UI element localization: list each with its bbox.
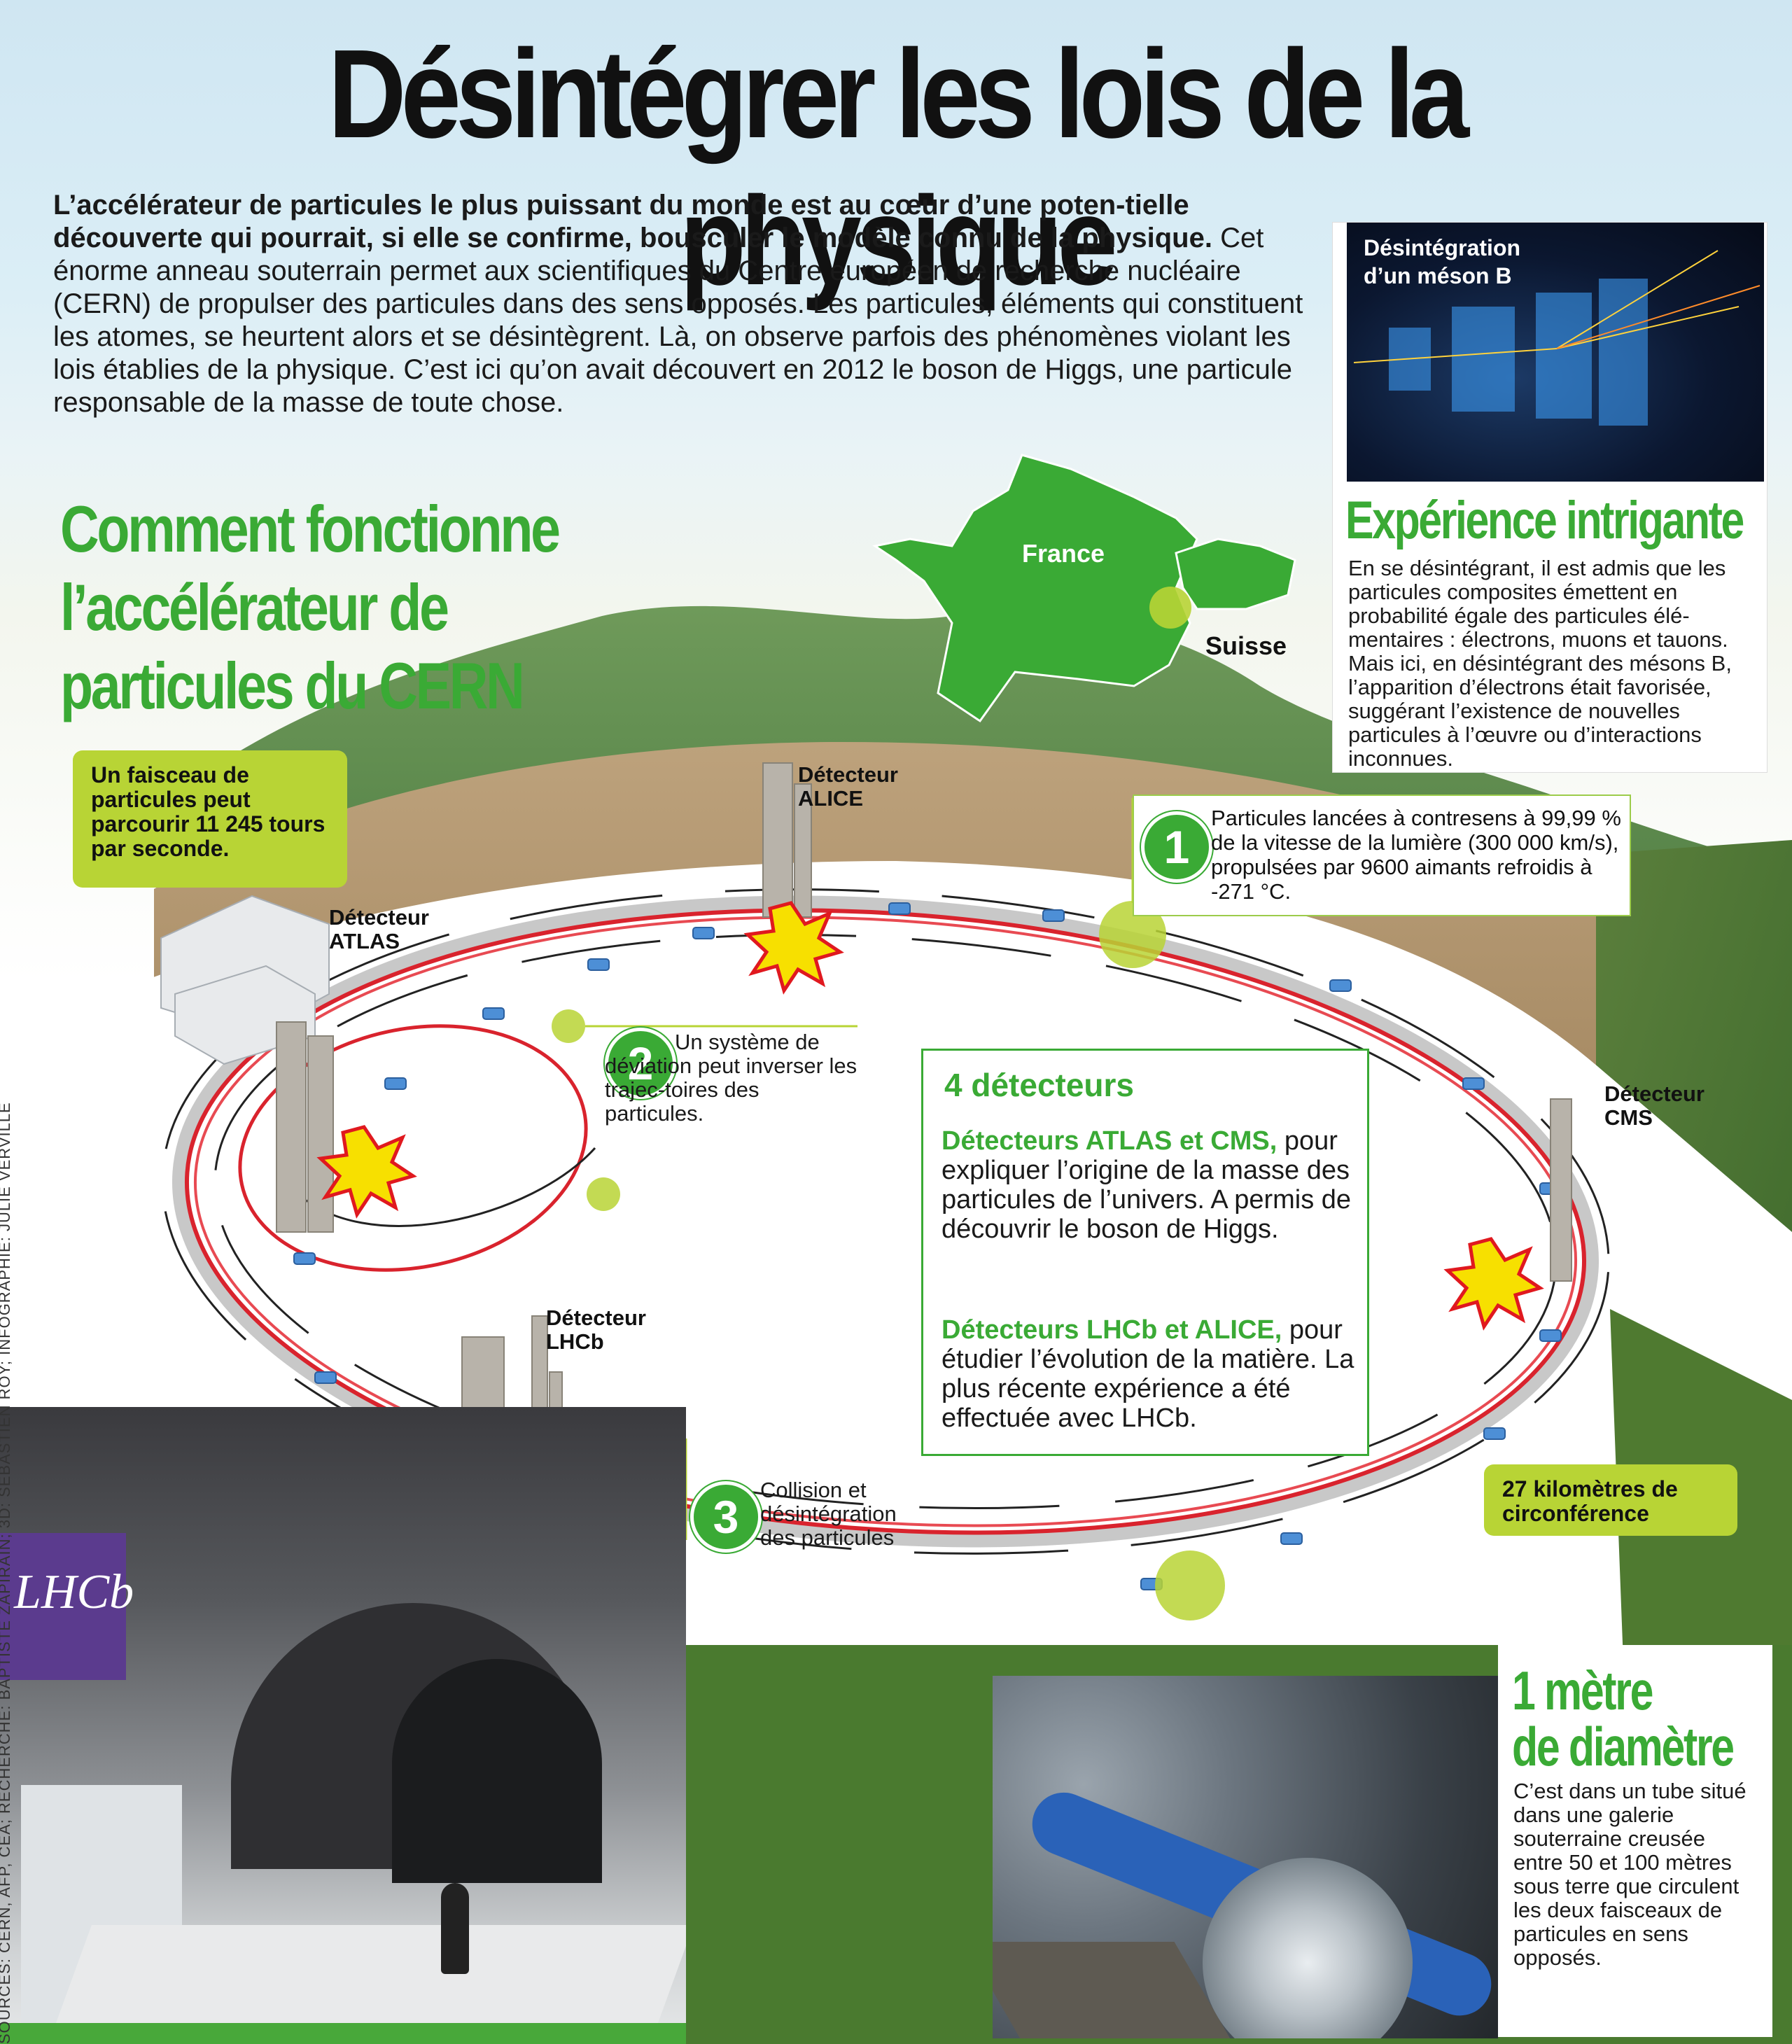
detectors-lhcb-alice-text: Détecteurs LHCb et ALICE, pour étudier l… [941,1315,1354,1433]
map-label-france: France [1022,539,1105,568]
diameter-text: C’est dans un tube situé dans une galeri… [1513,1779,1746,1970]
detectors-atlas-cms-body: pour expliquer l’origine de la masse des… [941,1126,1352,1244]
step-3-number: 3 [690,1481,762,1553]
lhcb-cavern-photo: LHCb [0,1407,686,2044]
meson-label: Désintégration d’un méson B [1364,235,1521,288]
credits: SOURCES: CERN, AFP, CEA; RECHERCHE: BAPT… [0,1102,13,2044]
detectors-atlas-cms-bold: Détecteurs ATLAS et CMS, [941,1126,1278,1156]
detector-label-lhcb: Détecteur LHCb [546,1306,646,1354]
intro-paragraph: L’accélérateur de particules le plus pui… [53,189,1313,419]
lhc-tunnel-photo [993,1676,1498,2038]
france-map [872,454,1296,723]
beam-laps-box: Un faisceau de particules peut parcourir… [73,750,347,888]
detector-label-alice: Détecteur ALICE [798,762,898,811]
step-1-callout: 1 Particules lancées à contresens à 99,9… [1133,794,1631,916]
intro-text: Cet énorme anneau souterrain permet aux … [53,223,1303,418]
step-2-text: Un système de déviation peut inverser le… [605,1030,858,1126]
diameter-title-line2: de diamètre [1512,1716,1735,1777]
detectors-lhcb-alice-bold: Détecteurs LHCb et ALICE, [941,1315,1282,1345]
step-2-number: 2 [605,1028,676,1099]
detectors-atlas-cms-text: Détecteurs ATLAS et CMS, pour expliquer … [941,1126,1354,1244]
step-1-number: 1 [1141,811,1212,883]
diameter-title-line1: 1 mètre [1512,1660,1653,1721]
detector-label-atlas: Détecteur ATLAS [329,905,429,953]
four-detectors-title: 4 détecteurs [944,1067,1135,1103]
diameter-title: 1 mètre de diamètre [1512,1660,1735,1777]
section-title: Comment fonctionne l’accélérateur de par… [60,492,561,722]
deviation-loop [238,1024,588,1272]
detector-label-cms: Détecteur CMS [1604,1082,1704,1130]
circumference-box: 27 kilomètres de circonférence [1484,1464,1737,1536]
map-label-suisse: Suisse [1205,631,1287,660]
magnets [293,902,1562,1590]
four-detectors-box: 4 détecteurs Détecteurs ATLAS et CMS, po… [921,1049,1369,1456]
experience-title: Expérience intrigante [1345,491,1744,550]
diameter-panel [1498,1645,1772,2037]
lhcb-sign: LHCb [14,1565,134,1619]
experience-text: En se désintégrant, il est admis que les… [1348,556,1732,771]
step-1-text: Particules lancées à contresens à 99,99 … [1211,806,1621,904]
intro-bold: L’accélérateur de particules le plus pui… [53,190,1212,253]
meson-decay-image [1347,223,1764,482]
page-headline: Désintégrer les lois de la physique [328,24,1469,312]
detectors-lhcb-alice-body: pour étudier l’évolution de la matière. … [941,1315,1354,1433]
step-3-text: Collision et désintégration des particul… [760,1478,897,1550]
